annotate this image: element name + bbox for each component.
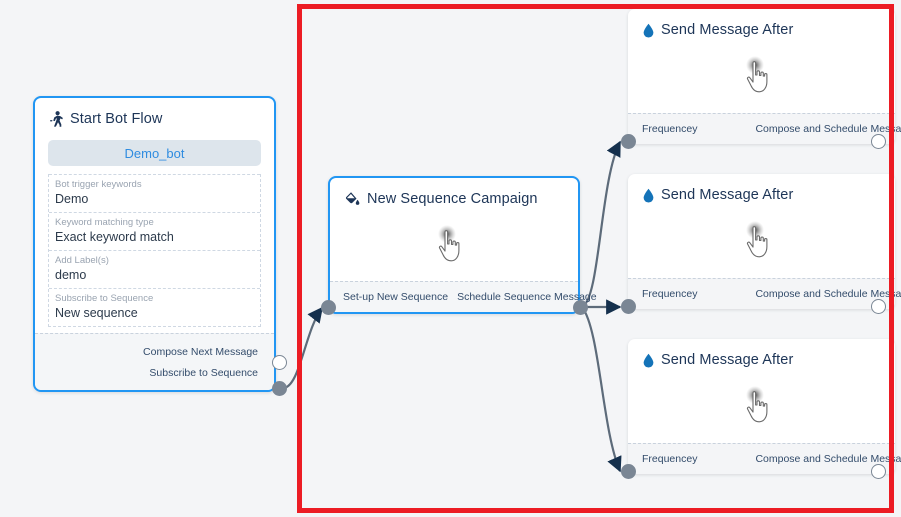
port-setup-new-sequence[interactable] — [321, 300, 336, 315]
water-drop-icon — [643, 23, 654, 38]
node-ports: Frequencey Compose and Schedule Message — [628, 278, 901, 309]
node-body — [628, 47, 895, 113]
node-ports: Frequencey Compose and Schedule Message — [628, 113, 901, 144]
node-title: New Sequence Campaign — [367, 191, 538, 207]
node-body — [628, 212, 895, 278]
port-subscribe-to-sequence[interactable] — [272, 381, 287, 396]
node-header: Send Message After — [628, 9, 895, 47]
field-label: Keyword matching type — [55, 217, 154, 228]
field-label: Bot trigger keywords — [55, 179, 142, 190]
field-list: Bot trigger keywords Demo Keyword matchi… — [48, 174, 261, 327]
field-row[interactable]: Add Label(s) demo — [49, 250, 260, 288]
node-body — [628, 377, 895, 443]
node-send-message-after-2[interactable]: Send Message After Frequencey Compose an… — [628, 174, 901, 309]
water-drop-icon — [643, 188, 654, 203]
node-ports: Frequencey Compose and Schedule Message — [628, 443, 901, 474]
port-frequency-1[interactable] — [621, 134, 636, 149]
port-schedule-sequence-message[interactable] — [573, 300, 588, 315]
node-new-sequence-campaign[interactable]: New Sequence Campaign Set-up New Sequenc… — [328, 176, 597, 314]
port-label-frequency: Frequencey — [642, 123, 698, 135]
paint-bucket-icon — [345, 191, 360, 207]
port-label-setup-new-sequence: Set-up New Sequence — [343, 291, 449, 303]
node-output-ports: Compose Next Message Subscribe to Sequen… — [35, 333, 274, 390]
field-value: demo — [55, 268, 87, 282]
pointing-hand-cursor — [745, 56, 767, 93]
port-frequency-3[interactable] — [621, 464, 636, 479]
field-row[interactable]: Bot trigger keywords Demo — [49, 174, 260, 212]
field-row[interactable]: Subscribe to Sequence New sequence — [49, 288, 260, 326]
field-value: Demo — [55, 192, 89, 206]
node-title: Send Message After — [661, 187, 794, 203]
node-header: New Sequence Campaign — [330, 178, 578, 216]
bot-name: Demo_bot — [124, 145, 185, 161]
node-header: Send Message After — [628, 174, 895, 212]
port-compose-and-schedule-message-2[interactable] — [871, 299, 886, 314]
water-drop-icon — [643, 353, 654, 368]
port-label-subscribe-to-sequence: Subscribe to Sequence — [149, 366, 258, 379]
port-label-compose-and-schedule-message: Compose and Schedule Message — [755, 453, 901, 465]
field-label: Subscribe to Sequence — [55, 293, 154, 304]
node-title: Send Message After — [661, 22, 794, 38]
port-compose-and-schedule-message-3[interactable] — [871, 464, 886, 479]
port-frequency-2[interactable] — [621, 299, 636, 314]
field-value: Exact keyword match — [55, 230, 174, 244]
field-label: Add Label(s) — [55, 255, 109, 266]
port-compose-and-schedule-message-1[interactable] — [871, 134, 886, 149]
pointing-hand-cursor — [745, 221, 767, 258]
edge-subscribe-to-setup — [282, 306, 323, 390]
port-label-schedule-sequence-message: Schedule Sequence Message — [457, 291, 597, 303]
node-start-bot-flow[interactable]: Start Bot Flow Demo_bot Bot trigger keyw… — [33, 96, 276, 392]
edge-campaign-to-card1 — [581, 140, 621, 309]
bot-selector-pill[interactable]: Demo_bot — [48, 140, 261, 166]
edge-campaign-to-card3 — [581, 306, 622, 473]
node-header: Send Message After — [628, 339, 895, 377]
port-label-compose-and-schedule-message: Compose and Schedule Message — [755, 123, 901, 135]
node-send-message-after-3[interactable]: Send Message After Frequencey Compose an… — [628, 339, 901, 474]
port-label-frequency: Frequencey — [642, 288, 698, 300]
node-ports: Set-up New Sequence Schedule Sequence Me… — [330, 281, 597, 312]
pointing-hand-cursor — [745, 386, 767, 423]
node-body — [330, 216, 578, 281]
field-value: New sequence — [55, 306, 138, 320]
port-compose-next-message[interactable] — [272, 355, 287, 370]
node-send-message-after-1[interactable]: Send Message After Frequencey Compose an… — [628, 9, 901, 144]
field-row[interactable]: Keyword matching type Exact keyword matc… — [49, 212, 260, 250]
running-person-icon — [50, 111, 63, 127]
pointing-hand-cursor — [438, 225, 460, 262]
port-label-frequency: Frequencey — [642, 453, 698, 465]
port-label-compose-next-message: Compose Next Message — [143, 345, 258, 358]
node-title: Send Message After — [661, 352, 794, 368]
node-header: Start Bot Flow — [35, 98, 274, 136]
port-label-compose-and-schedule-message: Compose and Schedule Message — [755, 288, 901, 300]
node-title: Start Bot Flow — [70, 111, 163, 127]
